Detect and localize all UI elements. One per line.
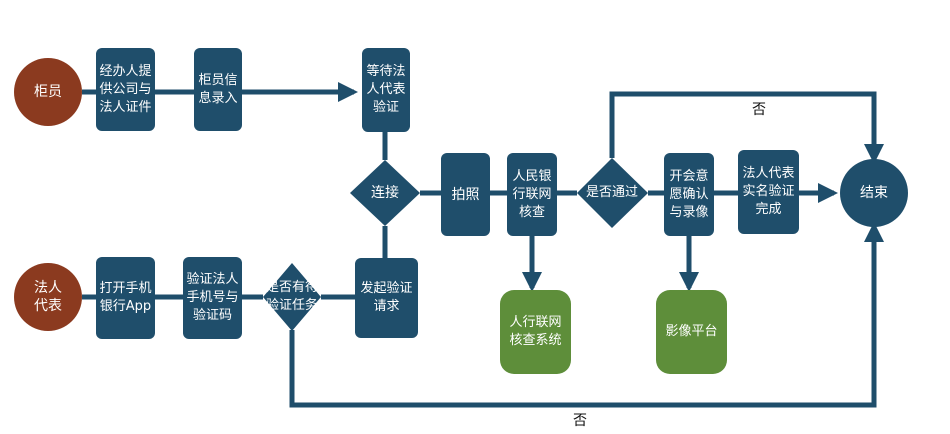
node-real-name [738, 150, 799, 234]
node-photo [441, 153, 490, 236]
decision-passed [577, 158, 648, 228]
edge-task-no-to-end [289, 222, 884, 408]
node-provide-docs [96, 48, 155, 131]
actor-teller [14, 58, 82, 126]
node-pboc-check [507, 153, 557, 236]
edge-passed-no-to-end [609, 91, 884, 164]
decision-connect [350, 160, 420, 226]
node-verify-phone [183, 257, 242, 339]
node-open-app [96, 257, 155, 339]
node-willingness [664, 153, 714, 236]
node-start-verify [355, 258, 418, 338]
node-teller-entry [194, 48, 242, 131]
node-pboc-system [500, 290, 571, 374]
edge-label-no-top: 否 [752, 102, 766, 118]
node-image-platform [656, 290, 727, 374]
node-end [840, 159, 908, 227]
decision-has-task [263, 263, 321, 331]
node-wait-rep [362, 48, 410, 132]
actor-legal-rep [14, 263, 82, 331]
edge-label-no-bottom: 否 [573, 413, 587, 429]
